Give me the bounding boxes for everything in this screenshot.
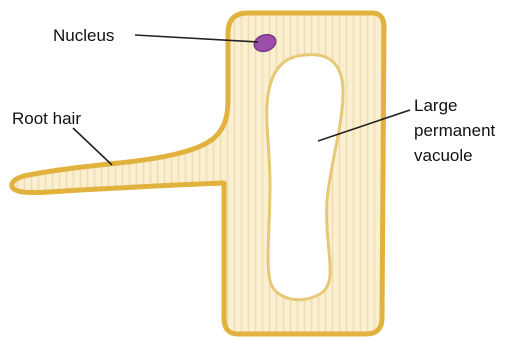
vacuole-label-line3: vacuole xyxy=(414,146,473,165)
vacuole-label-line2: permanent xyxy=(414,121,496,140)
root-hair-leader-line xyxy=(73,128,112,165)
root-hair-label: Root hair xyxy=(12,109,81,128)
vacuole-label-line1: Large xyxy=(414,96,457,115)
nucleus-label: Nucleus xyxy=(53,26,114,45)
